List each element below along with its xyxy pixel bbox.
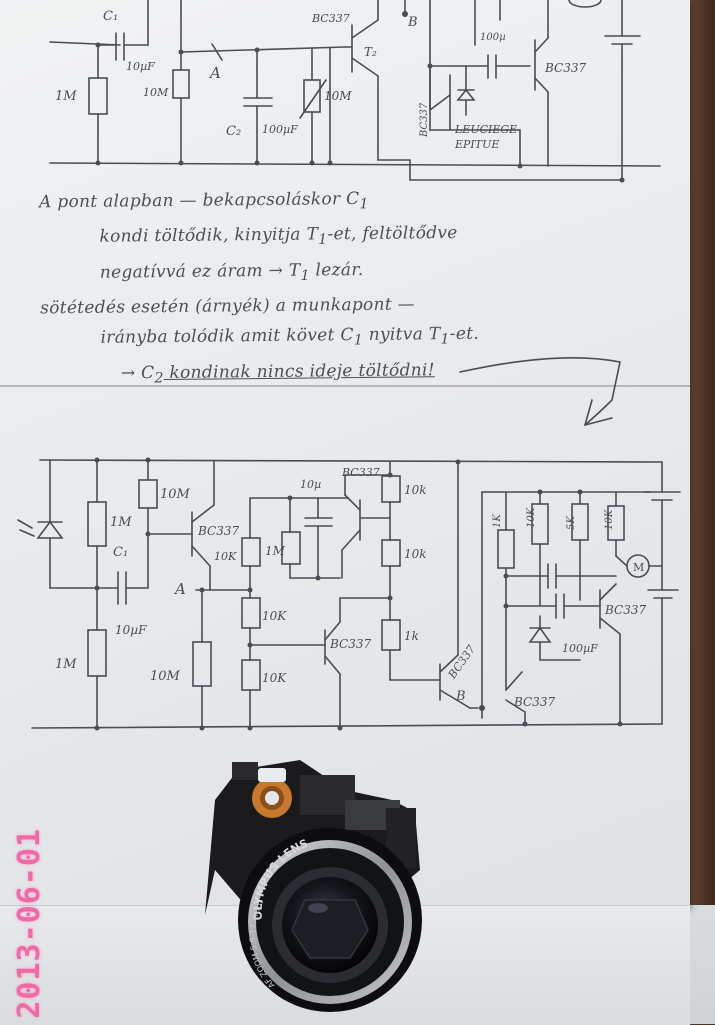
- top-c2-label: C₂: [226, 124, 241, 139]
- bot-r-10k-2: 10K: [262, 609, 287, 623]
- bot-node-a: A: [173, 580, 186, 598]
- bot-t2-part: BC337: [341, 466, 380, 479]
- gear-icon: [252, 768, 292, 818]
- top-led-note-2: EPITUE: [454, 138, 499, 151]
- bot-r-1k-1: 10k: [404, 483, 427, 497]
- wooden-table-edge: [688, 0, 715, 1024]
- top-r1-label: 1M: [55, 89, 77, 104]
- bot-t6-part: BC337: [513, 695, 555, 709]
- bot-r-1m-b: 1M: [55, 657, 77, 672]
- bot-r-1k-2: 10k: [404, 547, 427, 561]
- top-node-b: B: [407, 15, 418, 30]
- bot-c-100u: 100µF: [562, 642, 598, 655]
- bot-r-10k-5: 10K: [604, 509, 615, 530]
- bot-r-10k-1: 10K: [214, 550, 237, 563]
- photo-date-stamp: 2013-06-01: [12, 828, 47, 1019]
- bot-t5-part: BC337: [604, 603, 646, 617]
- top-c1-value: 10µF: [126, 60, 155, 73]
- top-r3-label: 10M: [324, 89, 352, 103]
- top-r2-label: 10M: [143, 86, 169, 99]
- bot-node-b: B: [455, 689, 466, 704]
- paper-fold-line: [0, 385, 690, 387]
- top-led-note-1: LEUCIEGE: [454, 123, 517, 136]
- bot-r-10k-3: 10K: [262, 671, 287, 685]
- bot-r-10k-4: 10K: [526, 507, 537, 528]
- top-t4-part: BC337: [544, 61, 586, 75]
- top-c1-label: C₁: [103, 9, 118, 24]
- top-t2-label: T₂: [364, 45, 377, 59]
- bot-r-1m-a: 1M: [110, 515, 132, 530]
- bot-r-5k: 5K: [566, 516, 577, 530]
- bot-r-1k-3: 1k: [404, 629, 419, 643]
- paper-sheet: [0, 0, 690, 908]
- bot-c1-value: 10µF: [115, 623, 147, 637]
- bot-r-10m-low: 10M: [150, 669, 181, 684]
- bot-t1-part: BC337: [197, 524, 239, 538]
- top-c3-value: 100µ: [480, 32, 506, 43]
- bot-c-10u: 10µ: [300, 478, 321, 491]
- top-c2-value: 100µF: [262, 123, 298, 136]
- top-t3-part: BC337: [419, 102, 430, 138]
- bot-c1: C₁: [113, 545, 128, 560]
- bot-r-1m-c: 1M: [265, 544, 286, 558]
- top-t2-part: BC337: [311, 12, 350, 25]
- top-node-a: A: [208, 64, 221, 82]
- motor-icon: M: [633, 561, 644, 574]
- bot-t3-part: BC337: [329, 637, 371, 651]
- bot-r-top-1: 10M: [160, 487, 191, 502]
- bot-r-1k-4: 1K: [492, 514, 503, 528]
